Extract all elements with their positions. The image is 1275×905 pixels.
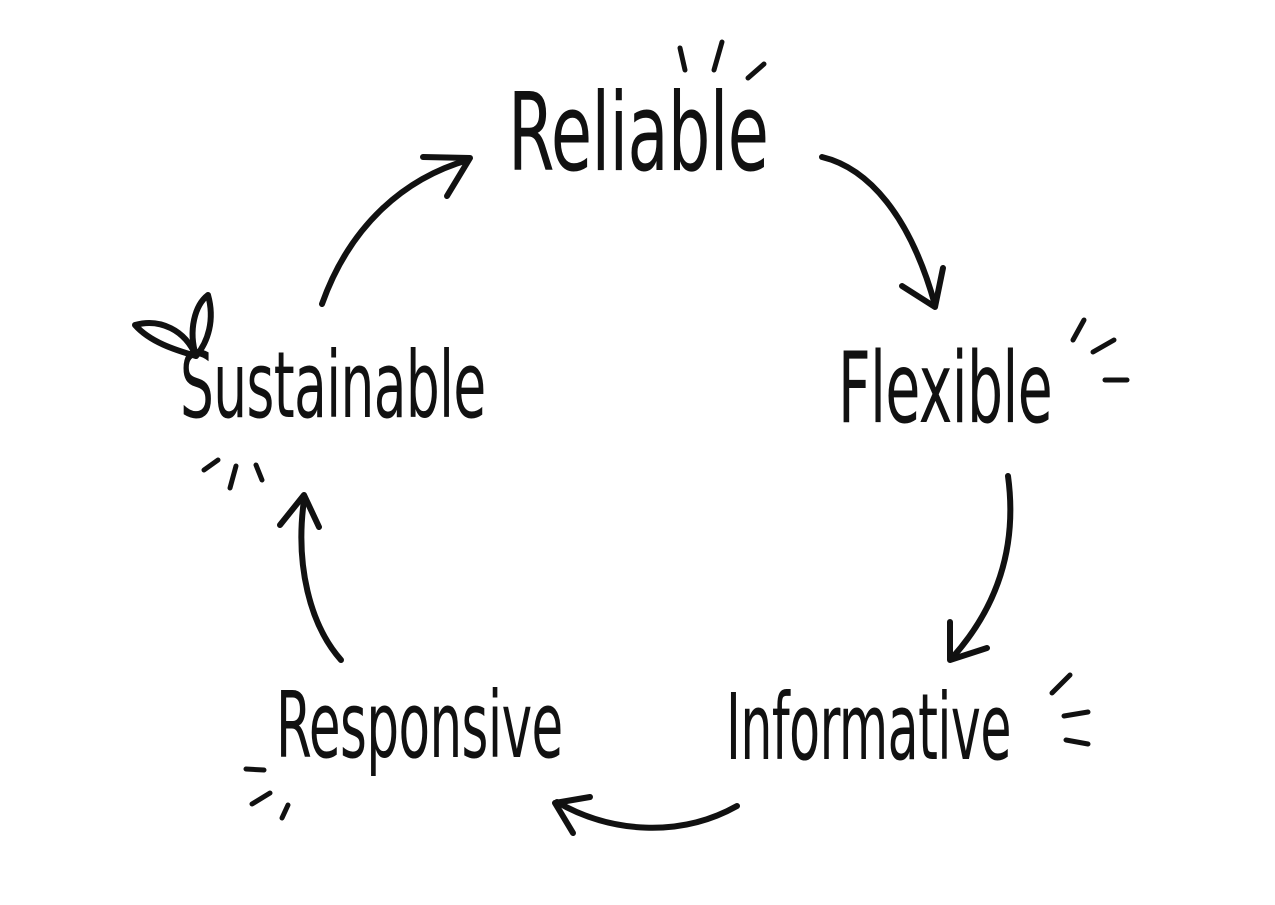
sparkle-marks-responsive — [243, 766, 291, 821]
sparkle-marks-informative — [1049, 672, 1091, 747]
arrow-sustainable-to-reliable — [319, 154, 473, 307]
arrow-flexible-to-informative — [947, 473, 1014, 663]
leaf-icon — [132, 292, 214, 359]
node-responsive: Responsive — [276, 672, 563, 779]
node-informative: Informative — [726, 674, 1011, 781]
arrow-informative-to-responsive — [552, 794, 740, 836]
arrow-reliable-to-flexible — [819, 154, 946, 310]
arrow-responsive-to-sustainable — [277, 492, 344, 663]
sparkle-marks-sustainable — [201, 457, 265, 491]
sparkle-marks-reliable — [677, 39, 767, 81]
node-sustainable: Sustainable — [180, 332, 486, 439]
sparkle-marks-flexible — [1070, 317, 1130, 383]
node-reliable: Reliable — [508, 71, 769, 196]
node-flexible: Flexible — [838, 332, 1053, 446]
